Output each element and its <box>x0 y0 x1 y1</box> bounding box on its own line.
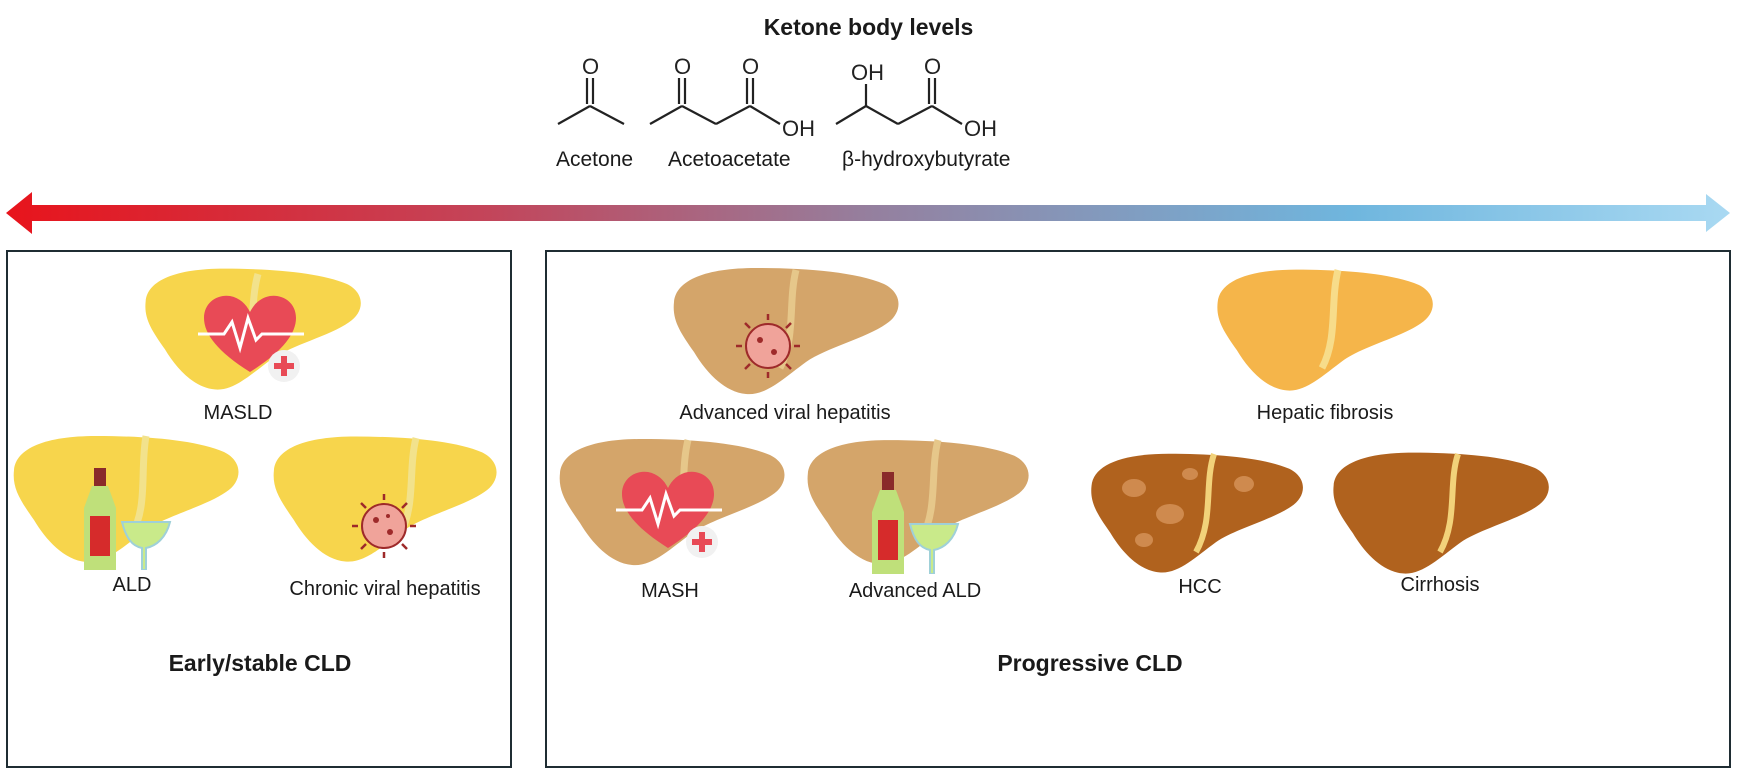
progressive-cld-title: Progressive CLD <box>997 650 1183 676</box>
tumor-nodules <box>1122 468 1254 547</box>
masld-liver-illustration <box>145 268 361 390</box>
acetoacetate-hydroxyl: OH <box>782 116 815 141</box>
hepatic-fibrosis-liver-illustration <box>1217 269 1433 391</box>
ald-label: ALD <box>112 574 152 596</box>
mash-label: MASH <box>641 580 699 602</box>
masld-label: MASLD <box>203 402 273 424</box>
virus-icon <box>736 314 800 378</box>
heart-pulse-icon <box>616 471 722 558</box>
bhb-hydroxyl-2: OH <box>964 116 997 141</box>
advanced-ald-liver-illustration <box>807 439 1029 574</box>
acetoacetate-oxygen-1: O <box>674 54 691 79</box>
bhb-label: β-hydroxybutyrate <box>842 148 1011 171</box>
bhb-structure <box>835 78 963 125</box>
acetoacetate-oxygen-2: O <box>742 54 759 79</box>
cirrhosis-liver-illustration <box>1333 452 1549 574</box>
cirrhosis-label: Cirrhosis <box>1400 574 1480 596</box>
ketone-gradient-arrow <box>6 192 1730 234</box>
advanced-viral-hepatitis-label: Advanced viral hepatitis <box>679 402 891 424</box>
hepatic-fibrosis-label: Hepatic fibrosis <box>1256 402 1394 424</box>
acetoacetate-structure <box>649 78 781 125</box>
molecule-structures: O O O OH OH O OH <box>557 54 997 141</box>
chronic-viral-hepatitis-label: Chronic viral hepatitis <box>289 578 481 600</box>
hcc-label: HCC <box>1178 576 1222 598</box>
ald-liver-illustration <box>13 435 239 570</box>
wine-bottle-icon <box>84 468 172 570</box>
hcc-liver-illustration <box>1091 453 1303 573</box>
acetone-oxygen: O <box>582 54 599 79</box>
heart-pulse-icon <box>198 295 304 382</box>
acetone-label: Acetone <box>556 148 634 171</box>
early-cld-title: Early/stable CLD <box>168 650 352 676</box>
wine-bottle-icon <box>872 472 960 574</box>
virus-icon <box>352 494 416 558</box>
acetoacetate-label: Acetoacetate <box>668 148 791 171</box>
page-title: Ketone body levels <box>763 14 974 40</box>
advanced-ald-label: Advanced ALD <box>848 580 982 602</box>
bhb-hydroxyl-1: OH <box>851 60 884 85</box>
mash-liver-illustration <box>559 439 785 566</box>
bhb-oxygen: O <box>924 54 941 79</box>
chronic-viral-liver-illustration <box>273 436 497 562</box>
advanced-viral-liver-illustration <box>673 268 899 395</box>
acetone-structure <box>557 78 625 125</box>
